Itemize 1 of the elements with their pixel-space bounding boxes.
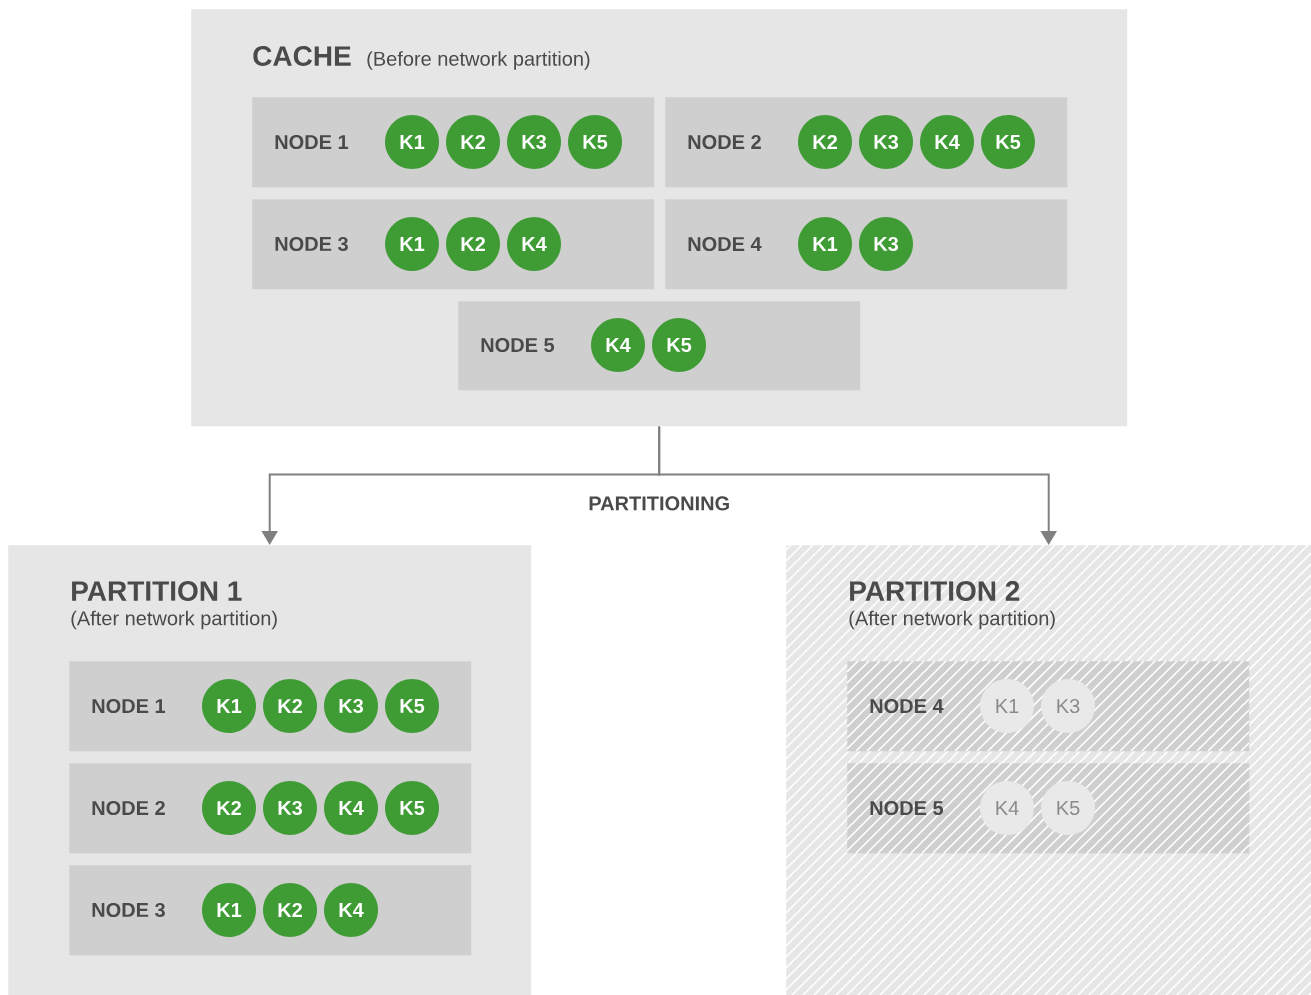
edge-label: PARTITIONING: [586, 494, 733, 513]
